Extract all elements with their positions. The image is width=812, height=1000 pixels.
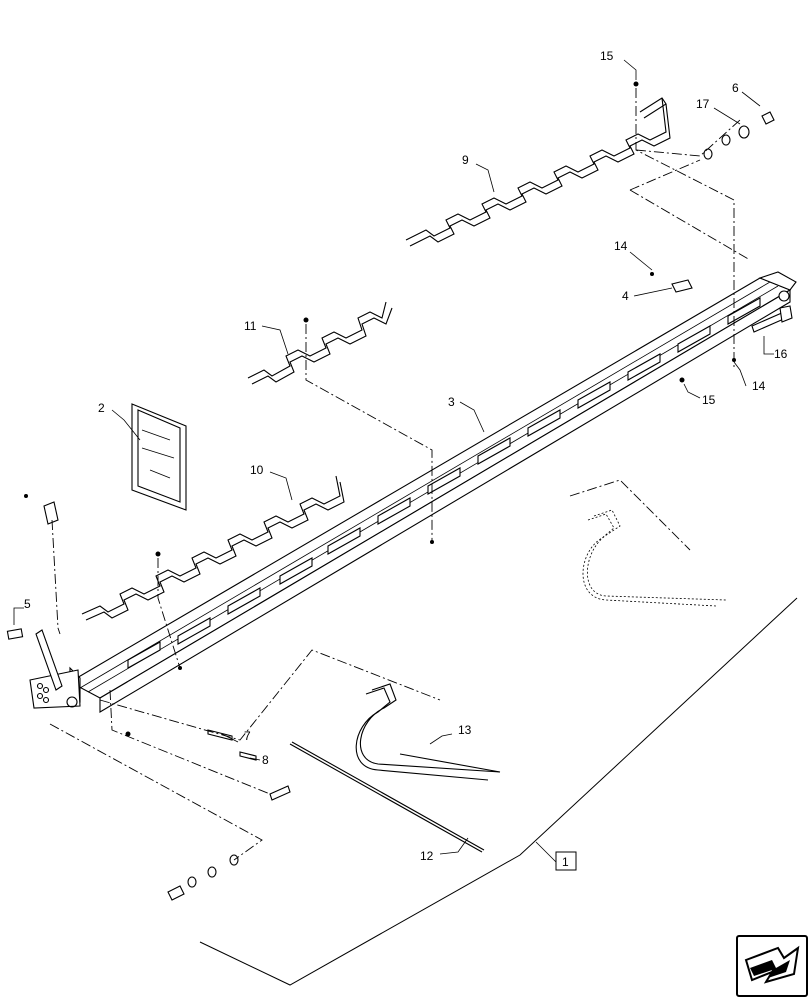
callout-15-right: 15 <box>702 393 716 407</box>
hardware-items <box>24 81 775 901</box>
callout-labels: 15 6 17 9 14 4 16 14 15 3 11 2 10 5 7 8 … <box>24 49 788 871</box>
callout-7: 7 <box>244 729 251 743</box>
bolt-part-16 <box>751 305 793 333</box>
pin-part-5 <box>6 607 24 640</box>
callout-12: 12 <box>420 849 434 863</box>
callout-15-top: 15 <box>600 49 614 63</box>
assembly-lines <box>49 88 751 861</box>
callout-1-box <box>555 851 577 871</box>
manual-part-2 <box>131 403 187 511</box>
callout-10: 10 <box>250 463 264 477</box>
assembly-boundary <box>199 597 798 986</box>
strip-part-10 <box>81 475 345 621</box>
next-page-arrow-icon[interactable] <box>736 935 808 997</box>
callout-1: 1 <box>562 855 569 869</box>
callout-17: 17 <box>696 97 710 111</box>
end-bracket-left <box>29 629 81 709</box>
strip-part-9 <box>405 97 671 247</box>
callout-16: 16 <box>774 347 788 361</box>
callout-4: 4 <box>622 289 629 303</box>
wire-guard-rear <box>582 509 727 607</box>
callout-14-right: 14 <box>752 379 766 393</box>
callout-8: 8 <box>262 753 269 767</box>
block-part-4 <box>671 279 693 293</box>
strip-part-11 <box>247 301 393 385</box>
callout-13: 13 <box>458 723 472 737</box>
callout-5: 5 <box>24 597 31 611</box>
callout-6: 6 <box>732 81 739 95</box>
callout-3: 3 <box>448 395 455 409</box>
rod-part-12 <box>289 741 485 853</box>
callout-9: 9 <box>462 153 469 167</box>
callout-11: 11 <box>244 319 257 333</box>
callout-2: 2 <box>98 401 105 415</box>
wire-guard-part-13 <box>355 683 501 781</box>
callout-14-top: 14 <box>614 239 628 253</box>
bar-tabs <box>127 297 761 669</box>
leader-lines <box>111 59 774 863</box>
